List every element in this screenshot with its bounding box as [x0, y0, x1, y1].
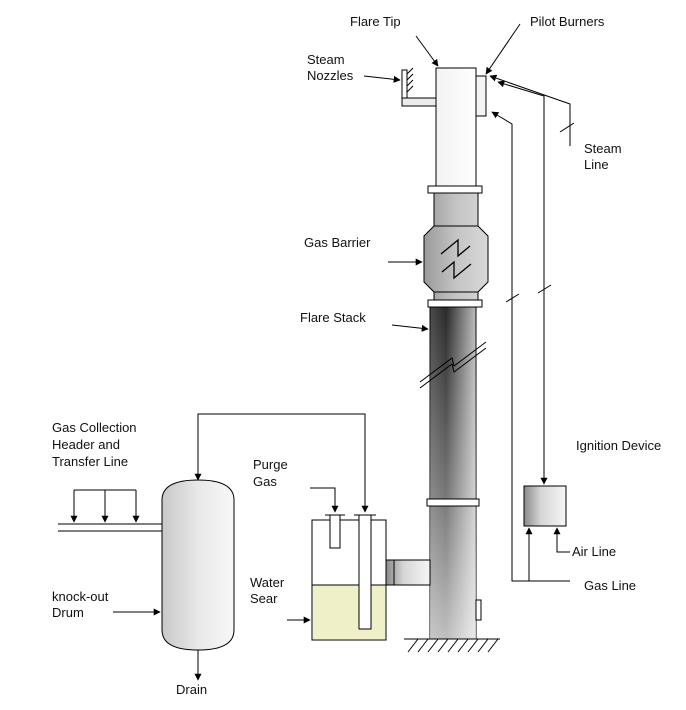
- label-knockout-2: Drum: [52, 605, 84, 620]
- ignition-line: [497, 80, 548, 485]
- label-air-line: Air Line: [572, 544, 616, 559]
- label-flare-stack: Flare Stack: [300, 310, 366, 325]
- pilot-burner: [475, 75, 487, 117]
- steam-line: [489, 74, 571, 146]
- label-steam-line-2: Line: [584, 157, 609, 172]
- label-gas-line: Gas Line: [584, 578, 636, 593]
- label-gas-collection-1: Gas Collection: [52, 420, 137, 435]
- label-purge-gas-2: Gas: [253, 474, 277, 489]
- leader-steam-nozzles: [363, 75, 401, 83]
- purge-stub: [329, 514, 341, 549]
- steam-line-break: [559, 122, 575, 133]
- flare-tip: [435, 67, 477, 187]
- mid-flange: [427, 299, 483, 308]
- label-steam-nozzles-2: Nozzles: [307, 68, 354, 83]
- label-steam-nozzles-1: Steam: [307, 52, 345, 67]
- label-ignition-device: Ignition Device: [576, 438, 661, 453]
- upper-flange: [427, 185, 483, 194]
- leader-flare-tip: [415, 35, 439, 67]
- label-water-seal-1: Water: [250, 575, 285, 590]
- purge-gas-line: [310, 487, 339, 513]
- seal-to-stack-pipe: [385, 559, 431, 586]
- leader-pilot-burners: [485, 23, 521, 75]
- label-gas-collection-3: Transfer Line: [52, 454, 128, 469]
- label-water-seal-2: Sear: [250, 591, 278, 606]
- transfer-line: [194, 413, 369, 513]
- gas-barrier-body: [423, 192, 489, 301]
- water-level: [313, 585, 385, 639]
- line-breaks: [505, 284, 552, 303]
- ground-hatch: [407, 638, 499, 653]
- label-gas-barrier: Gas Barrier: [304, 235, 371, 250]
- label-pilot-burners: Pilot Burners: [530, 14, 605, 29]
- gas-collection-header: [58, 523, 162, 532]
- water-seal-dip-pipe: [358, 514, 372, 630]
- label-flare-tip: Flare Tip: [350, 14, 401, 29]
- stack-break-mark: [419, 341, 487, 389]
- stack-drain-nozzle: [475, 599, 482, 621]
- ignition-device: [523, 485, 567, 527]
- label-steam-line-1: Steam: [584, 141, 622, 156]
- gas-barrier-baffle: [440, 238, 472, 280]
- label-purge-gas-1: Purge: [253, 457, 288, 472]
- gas-barrier-outline: [434, 225, 478, 293]
- knockout-drum: [161, 479, 235, 651]
- steam-nozzle: [401, 97, 437, 107]
- steam-nozzle-hatch: [406, 67, 414, 93]
- label-drain: Drain: [176, 682, 207, 697]
- label-gas-collection-2: Header and: [52, 437, 120, 452]
- steam-nozzle-head: [401, 69, 408, 99]
- flare-stack-shade: [430, 307, 476, 639]
- air-line: [553, 527, 570, 553]
- leader-flare-stack: [391, 324, 429, 332]
- label-knockout-1: knock-out: [52, 589, 109, 604]
- lower-flange: [426, 498, 480, 507]
- gas-line: [491, 111, 570, 582]
